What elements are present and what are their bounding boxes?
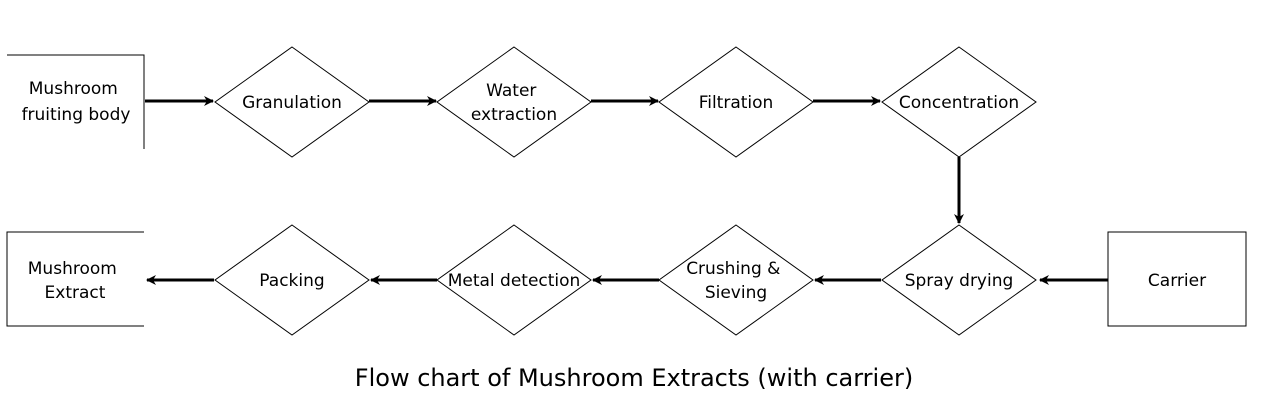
node-crushing-sieving: Crushing & Sieving — [658, 224, 814, 336]
node-label: Packing — [259, 271, 324, 291]
node-carrier: Carrier — [1107, 231, 1247, 327]
node-label: Filtration — [699, 93, 774, 113]
node-label: Carrier — [1148, 271, 1206, 291]
node-label: Concentration — [899, 93, 1019, 113]
node-filtration: Filtration — [658, 46, 814, 158]
node-label: Metal detection — [448, 271, 581, 291]
node-spray-drying: Spray drying — [881, 224, 1037, 336]
node-metal-detection: Metal detection — [436, 224, 592, 336]
edges — [145, 96, 1108, 285]
node-water-extraction: Water extraction — [436, 46, 592, 158]
node-label: Mushroom Extract — [28, 259, 122, 303]
node-mushroom-fruiting-body: Mushroom fruiting body — [7, 54, 145, 149]
node-mushroom-extract: Mushroom Extract — [6, 231, 144, 327]
diagram-title: Flow chart of Mushroom Extracts (with ca… — [354, 364, 914, 392]
node-granulation: Granulation — [214, 46, 370, 158]
node-concentration: Concentration — [881, 46, 1037, 158]
node-packing: Packing — [214, 224, 370, 336]
node-label: Spray drying — [905, 271, 1014, 291]
node-label: Mushroom fruiting body — [22, 79, 131, 125]
node-label: Water extraction — [471, 81, 557, 125]
node-label: Crushing & Sieving — [686, 259, 786, 303]
nodes: Mushroom fruiting body Granulation Water… — [6, 46, 1247, 336]
node-label: Granulation — [242, 93, 342, 113]
